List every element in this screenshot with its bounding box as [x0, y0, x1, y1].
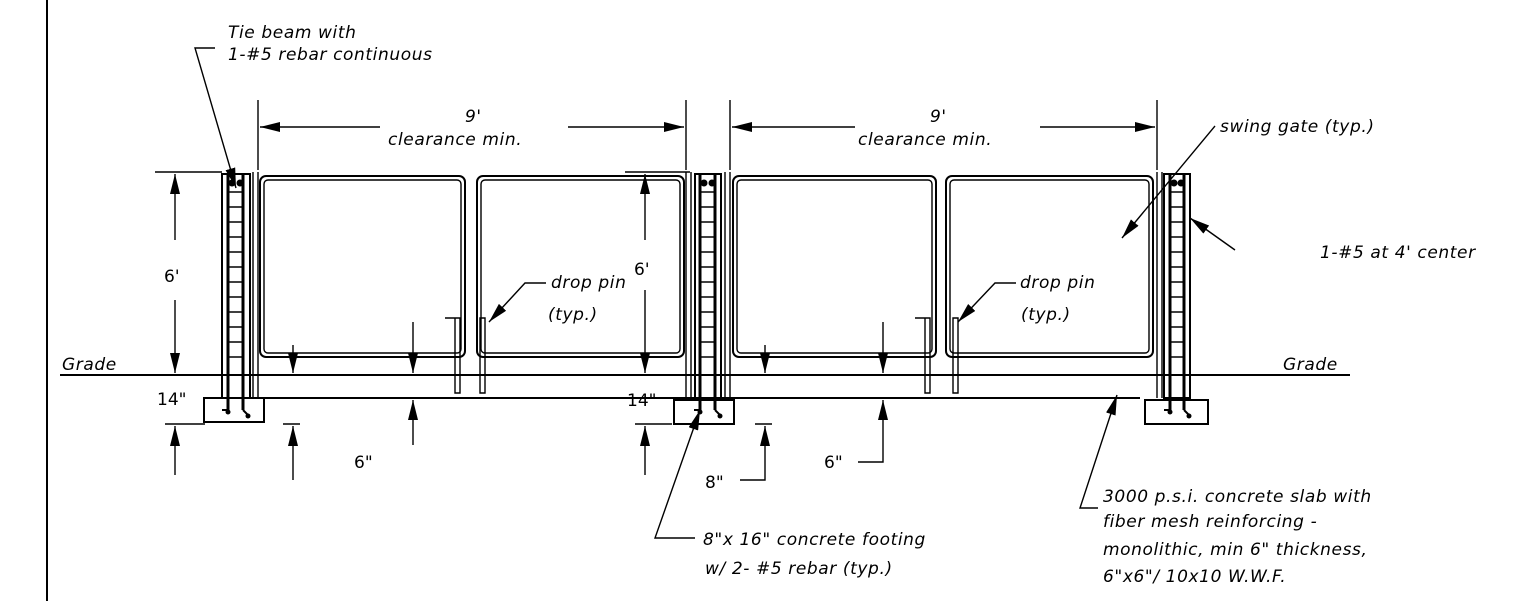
grade-left-label: Grade [62, 355, 117, 375]
drop-pin-left-2: (typ.) [548, 305, 598, 325]
clearance-left: clearance min. [388, 130, 522, 150]
dim-6ft-mid: 6' [634, 260, 650, 280]
leaders [194, 47, 1236, 539]
dimension-9ft-left [257, 100, 687, 170]
footing-label-2: w/ 2- #5 rebar (typ.) [705, 559, 893, 579]
dim-9-left: 9' [465, 107, 482, 127]
slab-label-2: fiber mesh reinforcing - [1103, 512, 1317, 532]
gate-panel-4 [945, 175, 1154, 358]
clearance-right: clearance min. [858, 130, 992, 150]
gate-panel-2 [476, 175, 685, 358]
footing-middle [673, 399, 735, 425]
slab-label-3: monolithic, min 6" thickness, [1103, 540, 1368, 560]
column-left [203, 172, 265, 423]
dimension-6in-left [283, 322, 418, 480]
dim-9-right: 9' [930, 107, 947, 127]
drop-pin-right-2: (typ.) [1021, 305, 1071, 325]
footing-right [1144, 399, 1209, 425]
grade-right-label: Grade [1283, 355, 1338, 375]
slab-label-1: 3000 p.s.i. concrete slab with [1103, 487, 1372, 507]
dimension-8in [740, 423, 772, 481]
tie-beam-label-2: 1-#5 rebar continuous [228, 45, 433, 65]
column-right [1144, 172, 1209, 425]
slab-label-4: 6"x6"/ 10x10 W.W.F. [1103, 567, 1286, 587]
footing-label-1: 8"x 16" concrete footing [703, 530, 926, 550]
footing-left [203, 397, 265, 423]
tie-beam-label-1: Tie beam with [228, 23, 356, 43]
dimension-9ft-right [729, 100, 1158, 170]
swing-gate-label: swing gate (typ.) [1220, 117, 1375, 137]
drop-pins [445, 317, 959, 394]
dimension-14in-mid [635, 423, 672, 475]
dim-6ft-left: 6' [164, 267, 180, 287]
dimension-6ft-mid [625, 171, 690, 373]
dim-14-left: 14" [157, 390, 186, 410]
drop-pin-right-1: drop pin [1020, 273, 1095, 293]
dim-6in-left: 6" [354, 453, 373, 473]
dim-14-mid: 14" [627, 391, 656, 411]
rebar-center-label: 1-#5 at 4' center [1320, 243, 1476, 263]
gate-panel-1 [259, 175, 466, 358]
dim-6in-right: 6" [824, 453, 843, 473]
dimension-6in-right [760, 322, 888, 463]
column-middle [673, 172, 735, 425]
dimension-14in-left [165, 423, 205, 475]
dimension-6ft-left [155, 171, 222, 373]
dim-8in: 8" [705, 473, 724, 493]
drop-pin-left-1: drop pin [551, 273, 626, 293]
gate-panel-3 [732, 175, 937, 358]
